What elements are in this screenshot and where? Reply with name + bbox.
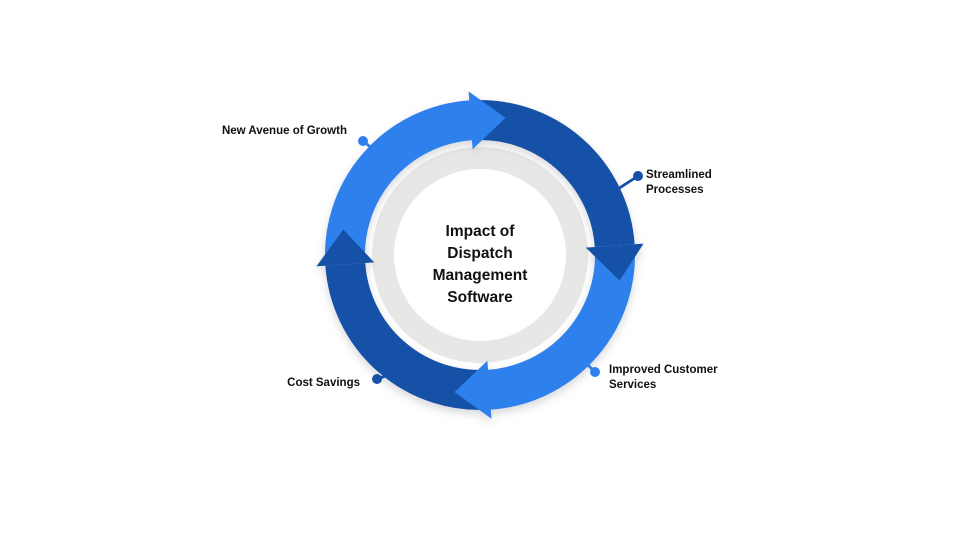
arrowhead-bottom-icon	[454, 360, 492, 419]
diagram-center-title: Impact of Dispatch Management Software	[432, 223, 528, 306]
node-label-streamlined-processes: Streamlined Processes	[646, 169, 712, 196]
leader-dot-top-left	[358, 136, 368, 146]
leader-lines-group	[358, 136, 643, 384]
leader-line-right	[606, 174, 639, 198]
arrowhead-left-icon	[316, 229, 375, 267]
node-label-cost-savings: Cost Savings	[287, 377, 360, 389]
node-label-new-avenue-of-growth: New Avenue of Growth	[221, 125, 347, 137]
leader-dot-bottom-right	[590, 367, 600, 377]
arrowhead-right-icon	[585, 243, 644, 281]
leader-dot-bottom-left	[372, 374, 382, 384]
leader-dot-right	[633, 171, 643, 181]
node-label-improved-customer-services: Improved Customer Services	[609, 364, 718, 391]
center-circle	[394, 169, 566, 341]
inner-ring-group	[372, 147, 588, 363]
arrow-ring-group	[316, 91, 644, 419]
arrowhead-top-icon	[468, 91, 506, 150]
